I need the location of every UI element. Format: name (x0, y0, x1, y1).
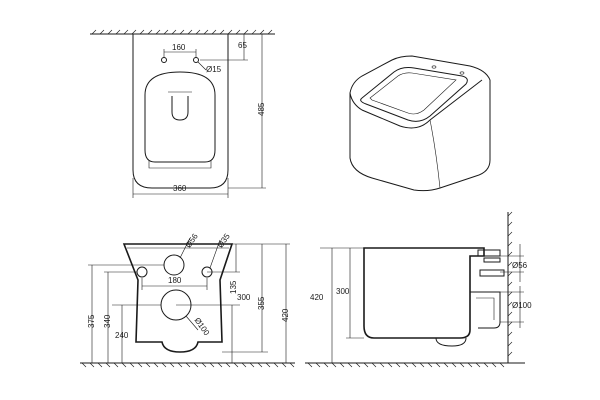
dim-420-side: 420 (310, 293, 324, 302)
dim-300-side: 300 (336, 287, 350, 296)
wall-hatch-side (507, 211, 513, 357)
bowl-body-rear (122, 243, 234, 353)
dim-outlet-side: Ø100 (512, 301, 532, 310)
dim-fix-spacing: 180 (168, 276, 182, 285)
seat-front (148, 160, 212, 169)
iso-hole-left (431, 65, 437, 69)
bowl-inner-top (144, 71, 216, 163)
dim-big-hole: Ø56 (184, 232, 200, 250)
dim-355: 355 (257, 296, 266, 310)
dim-edge-offset: 65 (238, 41, 247, 50)
dim-420-rear: 420 (281, 308, 290, 322)
inlet-hole (163, 254, 185, 276)
wall-hatch (91, 29, 273, 35)
inlet-connector-bottom (479, 269, 505, 277)
dim-340: 340 (103, 314, 112, 328)
outlet-bottom-side (435, 337, 467, 347)
fix-hole-left (136, 266, 148, 278)
outlet-pipe-side (470, 291, 501, 329)
rear-view: Ø56 Ø35 Ø100 180 135 300 355 420 (80, 232, 295, 368)
inlet-connector-top (477, 249, 501, 257)
flush-opening (171, 96, 189, 121)
bowl-outline-top (132, 34, 229, 189)
dim-width: 360 (173, 184, 187, 193)
bowl-seat-iso (360, 67, 468, 122)
dim-length: 485 (257, 102, 266, 116)
top-view: 160 65 Ø15 485 360 (90, 29, 275, 198)
dim-300-rear: 300 (237, 293, 251, 302)
dim-135: 135 (229, 280, 238, 294)
bowl-opening-iso (369, 72, 457, 115)
dim-hole-spacing: 160 (172, 43, 186, 52)
dim-240: 240 (115, 331, 129, 340)
fixing-hole-left (161, 57, 167, 63)
dim-inlet-side: Ø56 (512, 261, 528, 270)
dim-side-hole: Ø35 (216, 232, 232, 250)
fixing-hole-right (193, 57, 199, 63)
side-view: 420 300 Ø56 Ø100 (305, 211, 532, 368)
dim-375: 375 (87, 314, 96, 328)
dim-hole-dia: Ø15 (206, 65, 222, 74)
iso-hole-right (459, 71, 465, 75)
floor-hatch-side (307, 362, 505, 368)
bowl-body-iso (349, 55, 491, 192)
bowl-body-side (363, 247, 485, 339)
iso-view (349, 55, 491, 192)
bowl-rim-iso (349, 79, 483, 129)
floor-hatch-rear (81, 362, 295, 368)
